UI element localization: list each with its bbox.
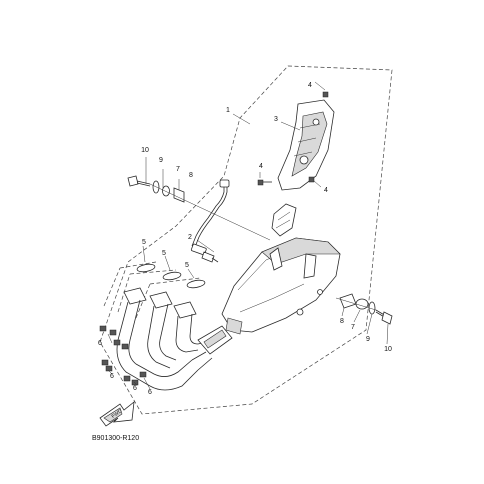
callout-5-a: 5 <box>142 239 146 246</box>
callout-5-b: 5 <box>162 250 166 257</box>
leader-lines <box>107 113 389 390</box>
gasket-5-c <box>186 279 206 289</box>
mount-hardware-right <box>335 293 393 325</box>
flange-nuts <box>99 325 147 386</box>
heat-shield-bolts <box>257 81 329 188</box>
muffler <box>221 203 341 335</box>
callout-9-left: 9 <box>159 157 163 164</box>
bolt-4-top <box>314 81 329 98</box>
callout-1: 1 <box>226 107 230 114</box>
nut-6-c <box>101 359 113 372</box>
callout-4-right: 4 <box>324 187 328 194</box>
nut-6-b <box>113 339 129 350</box>
mount-hardware-left <box>127 175 271 241</box>
callout-10-right: 10 <box>384 346 392 353</box>
callout-2: 2 <box>188 234 192 241</box>
collar-7-left <box>162 185 170 197</box>
callout-6-b: 6 <box>110 373 114 380</box>
callout-10-left: 10 <box>141 147 149 154</box>
nut-6-a <box>99 325 117 336</box>
callout-9-right: 9 <box>366 336 370 343</box>
callout-6-d: 6 <box>148 389 152 396</box>
callout-6-a: 6 <box>98 340 102 347</box>
bolt-4-left <box>257 172 272 186</box>
callout-3: 3 <box>274 116 278 123</box>
bolt-4-right <box>308 176 322 188</box>
bolt-10-left <box>127 175 151 187</box>
callout-8-left: 8 <box>189 172 193 179</box>
fwd-arrow <box>99 401 135 427</box>
drawing-code: B901300-R120 <box>92 435 140 442</box>
bolt-10-right <box>375 309 393 325</box>
gasket-5-b <box>162 271 182 281</box>
exhaust-header-pipes <box>103 261 233 391</box>
exhaust-sensor <box>190 179 230 263</box>
gaskets <box>136 263 206 289</box>
callout-8-right: 8 <box>340 318 344 325</box>
callout-4-left: 4 <box>259 163 263 170</box>
callout-7-left: 7 <box>176 166 180 173</box>
callout-6-c: 6 <box>133 385 137 392</box>
callout-4-top: 4 <box>308 82 312 89</box>
gasket-5-a <box>136 263 156 273</box>
damper-8-left <box>173 187 185 203</box>
callout-7-right: 7 <box>351 324 355 331</box>
callout-5-c: 5 <box>185 262 189 269</box>
collar-7-right <box>355 298 369 310</box>
heat-shield <box>277 99 335 191</box>
damper-8-right <box>339 293 357 309</box>
nut-6-d <box>123 371 147 386</box>
